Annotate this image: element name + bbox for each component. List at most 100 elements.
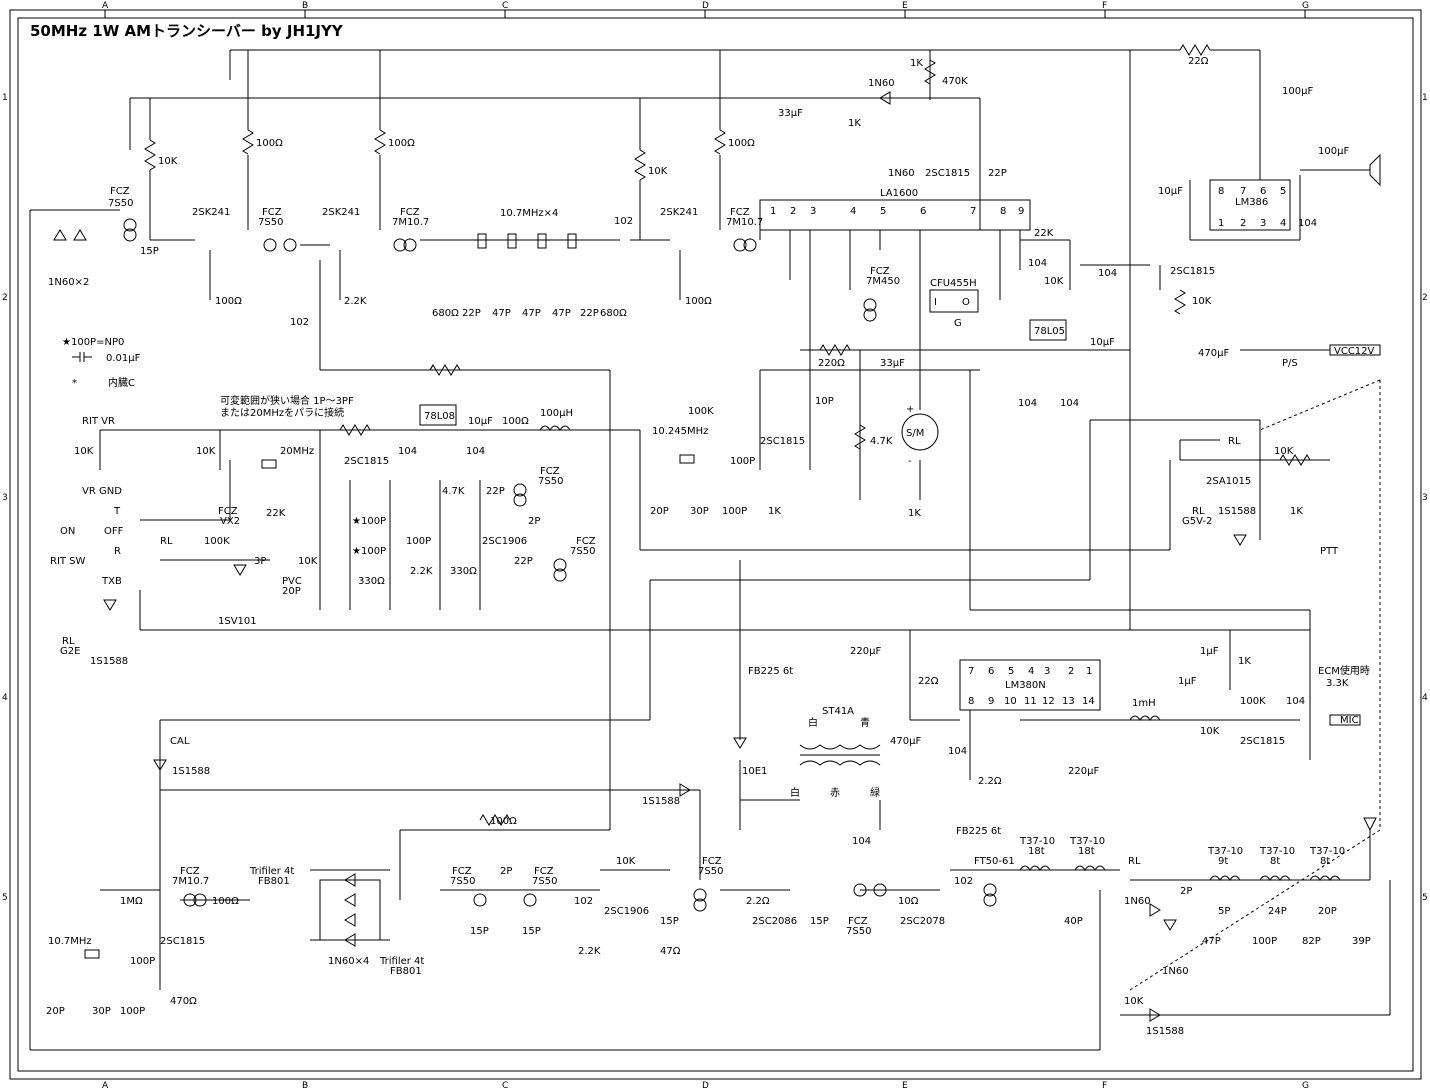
lbl-fcz-c2: 7M10.7 [392,217,429,228]
lbl-lm380-p11: 11 [1024,696,1037,707]
lbl-d-1n60-a: 1N60 [868,78,895,89]
ic-labels: LA1600 LM386 LM380N 78L08 78L05 CFU455H [424,188,1268,691]
lbl-fcz-k2: 7S50 [532,876,557,887]
reg-78l08-label: 78L08 [424,411,455,422]
lbl-rl-a: RL [1228,436,1241,447]
lbl-trifiler-a2: FB801 [258,876,290,887]
lbl-r-4k7-a: 4.7K [870,436,893,447]
lbl-meter-minus: - [908,456,912,467]
lbl-pin5: 5 [880,206,886,217]
lbl-st41a: ST41A [822,706,854,717]
lbl-t37-b: T37-10 [1069,836,1105,847]
lbl-t37-d: T37-10 [1259,846,1295,857]
lbl-r-1k-f: 1K [1238,656,1251,667]
grid-col-g-bottom: G [1302,1081,1309,1090]
la1600-label: LA1600 [880,188,918,199]
lbl-r-1k-e: 1K [1290,506,1303,517]
lbl-lm380-p2: 2 [1068,666,1074,677]
lbl-r-2-2: 2.2Ω [978,776,1002,787]
lbl-r-100k-b: 100K [204,536,230,547]
lbl-lm380-p9: 9 [988,696,994,707]
lbl-fcz-i: FCZ [180,866,200,877]
lbl-d-1sv101: 1SV101 [218,616,257,627]
lbl-c-104-h: 104 [1286,696,1305,707]
lbl-ecm: ECM使用時 [1318,664,1370,677]
lbl-c-30p-a: 30P [690,506,709,517]
lm386-ic [1209,179,1291,231]
grid-col-a: A [102,1,109,11]
legend-cap: 0.01μF [106,353,141,364]
lbl-r-10k-k: 10K [1124,996,1144,1007]
lbl-fcz-e2: 7M450 [866,276,900,287]
grid-row-3-right: 3 [1422,493,1428,503]
lbl-rl-b: RL [1192,506,1205,517]
reg-78l08 [419,404,457,426]
lbl-c-1u-b: 1μF [1178,676,1197,687]
lbl-fcz-i2: 7M10.7 [172,876,209,887]
lbl-xtal-filter: 10.7MHz×4 [500,208,558,219]
lbl-l-100uh: 100μH [540,408,573,419]
lbl-c-1u-a: 1μF [1200,646,1219,657]
lbl-c-100p-c: 100P [406,536,431,547]
lbl-r-10k-a: 10K [158,156,178,167]
lbl-c-100p-f: 100P [1252,936,1277,947]
lbl-fcz-m2: 7S50 [846,926,871,937]
lbl-c-102-b: 102 [290,317,309,328]
lbl-c-100p-n1: ★100P [352,516,386,527]
lbl-r-1k-d: 1K [908,508,921,519]
lbl-c-22p-a: 22P [462,308,481,319]
lbl-fcz-f: FCZ [540,466,560,477]
lbl-r-47: 47Ω [660,946,681,957]
cfu-label: CFU455H [930,278,977,289]
lbl-cfu-g: G [954,318,962,329]
grid-col-d: D [702,1,709,11]
lbl-rl-c: RL [160,536,173,547]
lbl-c-100p-a: 100P [730,456,755,467]
grid-col-b-bottom: B [302,1081,308,1090]
lbl-pvc2: 20P [282,586,301,597]
lbl-xtal-20: 20MHz [280,446,314,457]
lbl-pin2: 2 [790,206,796,217]
lbl-r-100-c: 100Ω [388,138,415,149]
lbl-c-104-g: 104 [466,446,485,457]
lbl-r-10: 10Ω [898,896,919,907]
reg-78l05 [1029,319,1067,341]
grid-column-labels: A B C D E F G A B C D E F G [102,1,1309,1090]
grid-col-e-bottom: E [902,1081,908,1090]
sheet-frame [9,9,1422,1080]
lbl-l-1mh: 1mH [1132,698,1156,709]
lbl-lm380-p1: 1 [1086,666,1092,677]
lbl-c-104-b: 104 [1098,268,1117,279]
lbl-r-22: 22Ω [1188,56,1209,67]
lbl-fcz-g: FCZ [218,506,238,517]
lbl-c-100p-b: 100P [722,506,747,517]
lbl-q-2sc1815-c: 2SC1815 [760,436,805,447]
lbl-lm380-p12: 12 [1042,696,1055,707]
lbl-lm380-p13: 13 [1062,696,1075,707]
lbl-lm380-p4: 4 [1028,666,1034,677]
lbl-ecm2: 3.3K [1326,678,1349,689]
lbl-q-2sc2086: 2SC2086 [752,916,797,927]
lbl-q-2sk241-c: 2SK241 [660,207,698,218]
lbl-r-100k-c: 100K [1240,696,1266,707]
lbl-c-2p-c: 2P [1180,886,1192,897]
lbl-txb: TXB [101,576,122,587]
grid-col-g: G [1302,1,1309,11]
lbl-c-100p-d: 100P [130,956,155,967]
lbl-wht-b: 白 [790,786,800,799]
lbl-xtal-10245: 10.245MHz [652,426,708,437]
lbl-c-30p-b: 30P [92,1006,111,1017]
lbl-r-10k-i: 10K [1200,726,1220,737]
lbl-fcz-l: FCZ [702,856,722,867]
lbl-r-680-a: 680Ω [432,308,459,319]
lbl-r-470k: 470K [942,76,968,87]
lbl-rl-d: RL [62,636,75,647]
lbl-lm380-p10: 10 [1004,696,1017,707]
component-symbols [53,44,1381,1022]
la1600-ic [759,199,1031,231]
lbl-c-100u-b: 100μF [1318,146,1349,157]
lbl-trifiler-a: Trifiler 4t [249,866,294,877]
lbl-r-2k2-a: 2.2K [344,296,367,307]
lbl-lm386-p2: 2 [1240,218,1246,229]
lbl-d-1n60-b: 1N60 [888,168,915,179]
